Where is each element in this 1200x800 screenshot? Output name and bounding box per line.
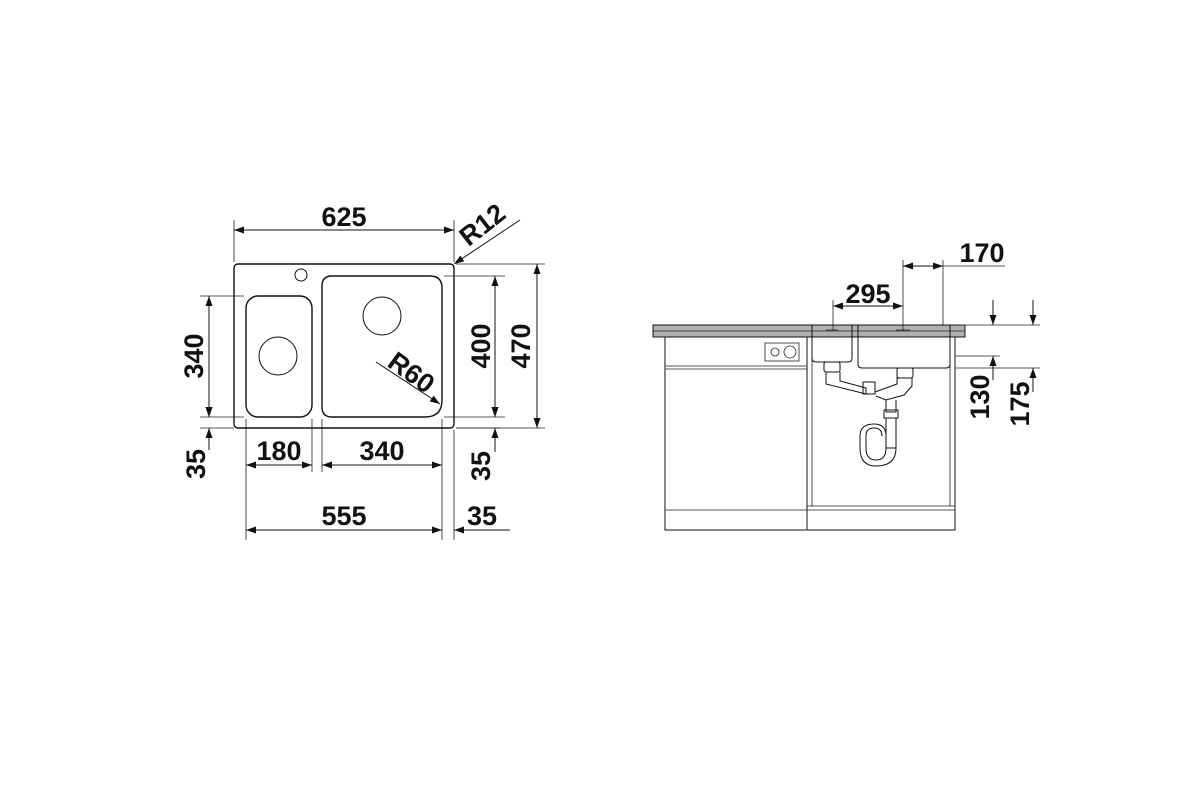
appliance-panel xyxy=(764,342,800,362)
tap-hole xyxy=(294,268,308,282)
dim-front-offset: 35 xyxy=(181,449,211,479)
dim-small-bowl-width: 180 xyxy=(256,436,301,466)
appliance-knob-icon xyxy=(770,347,780,357)
large-bowl xyxy=(321,275,443,418)
top-view: 625 R12 340 R60 400 470 35 180 xyxy=(179,198,545,540)
drain-assembly xyxy=(823,361,914,467)
large-bowl-drain xyxy=(362,296,402,336)
dim-drain-offset: 170 xyxy=(959,238,1004,268)
dim-overall-depth: 470 xyxy=(506,323,536,368)
dim-corner-radius: R12 xyxy=(454,198,512,252)
appliance-knob-icon xyxy=(783,345,797,359)
dim-drain-spacing: 295 xyxy=(845,279,890,309)
dim-large-bowl-width: 340 xyxy=(359,436,404,466)
cabinet-right xyxy=(806,336,956,531)
sink-outline xyxy=(233,263,455,429)
dim-total-depth: 175 xyxy=(1005,381,1035,426)
dim-small-bowl-depth: 340 xyxy=(179,333,209,378)
dim-overall-width: 625 xyxy=(321,202,366,232)
side-view: 295 170 130 175 xyxy=(652,238,1040,531)
dim-large-bowl-depth: 400 xyxy=(466,323,496,368)
dim-bowl-depth: 130 xyxy=(965,374,995,419)
dim-right-offset: 35 xyxy=(467,501,497,531)
dim-right-offset-vertical: 35 xyxy=(466,451,496,481)
dim-bowl-radius: R60 xyxy=(382,346,440,399)
small-bowl xyxy=(245,295,313,418)
dim-cabinet-width: 555 xyxy=(321,501,366,531)
small-bowl-drain xyxy=(258,336,298,376)
